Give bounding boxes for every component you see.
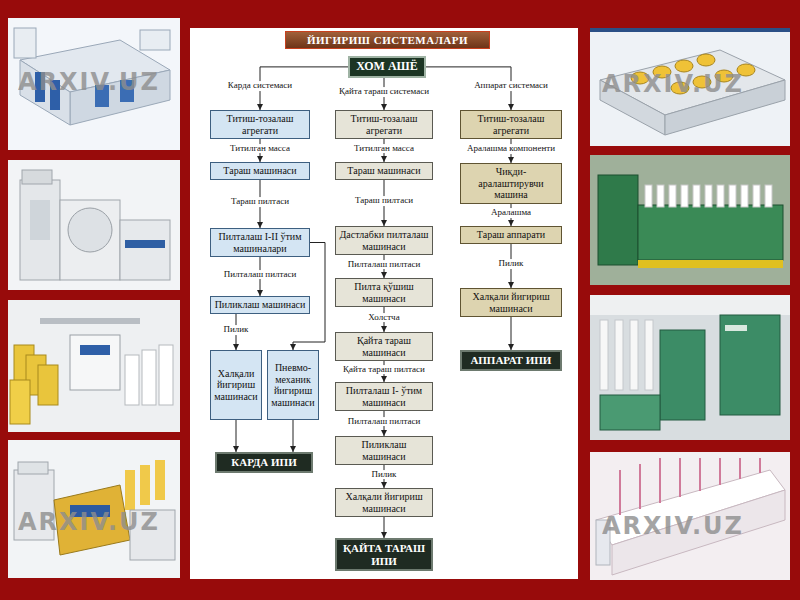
process-box: Халқали йигириш машинаси xyxy=(335,488,433,517)
machine-photo xyxy=(590,155,790,285)
box-text: Халқали йигириш машинаси xyxy=(464,291,558,314)
machine-photo xyxy=(590,295,790,440)
process-box: Титиш-тозалаш агрегати xyxy=(210,110,310,139)
raw-material-box: ХОМ АШЁ xyxy=(348,56,426,78)
flow-label: Пилик xyxy=(222,325,251,335)
flow-label: Пилталаш пилтаси xyxy=(222,270,299,280)
process-box: Титиш-тозалаш агрегати xyxy=(460,110,562,139)
box-text: АППАРАТ ИПИ xyxy=(471,354,552,367)
box-text: Пиликлаш машинаси xyxy=(215,299,306,311)
watermark: ARXIV.UZ xyxy=(18,508,160,536)
flow-label: Холстча xyxy=(366,313,401,323)
box-text: Титиш-тозалаш агрегати xyxy=(214,113,306,136)
flow-arrow xyxy=(384,517,385,538)
watermark: ARXIV.UZ xyxy=(18,68,160,96)
process-box: Пиликлаш машинаси xyxy=(210,296,310,314)
flow-arrow xyxy=(511,317,512,350)
yarn-result-box: ҚАЙТА ТАРАШ ИПИ xyxy=(335,538,433,571)
yarn-result-box: АППАРАТ ИПИ xyxy=(460,350,562,371)
process-box: Тараш аппарати xyxy=(460,226,562,244)
process-box: Қайта тараш машинаси xyxy=(335,332,433,361)
process-box: Чиқди-аралаштирувчи машина xyxy=(460,163,562,204)
box-text: Чиқди-аралаштирувчи машина xyxy=(464,166,558,201)
process-box: Пилталаш I-II ўтим машиналари xyxy=(210,228,310,257)
flow-label: Тараш пилтаси xyxy=(229,197,291,207)
machine-photo xyxy=(590,28,790,146)
flow-label: Пилик xyxy=(370,470,399,480)
box-text: Тараш машинаси xyxy=(347,165,420,177)
process-box: Халқали йигириш машинаси xyxy=(460,288,562,317)
box-text: КАРДА ИПИ xyxy=(231,456,296,469)
watermark: ARXIV.UZ xyxy=(602,70,744,98)
process-box: Дастлабки пилталаш машинаси xyxy=(335,226,433,255)
flow-label: Қайта тараш системаси xyxy=(337,87,431,97)
flow-arrow xyxy=(293,420,294,452)
machine-photo xyxy=(8,440,180,578)
process-box: Пилталаш I- ўтим машинаси xyxy=(335,382,433,411)
flow-label: Аралашма xyxy=(489,208,533,218)
watermark: ARXIV.UZ xyxy=(602,512,744,540)
flow-label: Титилган масса xyxy=(228,144,292,154)
flow-label: Тараш пилтаси xyxy=(353,196,415,206)
flow-label: Пилталаш пилтаси xyxy=(346,417,423,427)
flow-label: Аппарат системаси xyxy=(472,81,550,91)
box-text: Титиш-тозалаш агрегати xyxy=(464,113,558,136)
process-box: Пилта қўшиш машинаси xyxy=(335,278,433,307)
flow-label: Пилик xyxy=(497,259,526,269)
process-box: Пиликлаш машинаси xyxy=(335,436,433,465)
box-text: Дастлабки пилталаш машинаси xyxy=(339,229,429,252)
machine-photo xyxy=(8,300,180,432)
yarn-result-box: КАРДА ИПИ xyxy=(215,452,313,473)
box-text: Пиликлаш машинаси xyxy=(339,439,429,462)
box-text: Титиш-тозалаш агрегати xyxy=(339,113,429,136)
box-text: Пилталаш I-II ўтим машиналари xyxy=(214,231,306,254)
machine-photo xyxy=(8,18,180,150)
box-text: Пилталаш I- ўтим машинаси xyxy=(339,385,429,408)
flow-label: Пилталаш пилтаси xyxy=(346,260,423,270)
process-box: Пневмо-механик йигириш машинаси xyxy=(267,350,319,420)
box-text: Халқали йигириш машинаси xyxy=(339,491,429,514)
box-text: Тараш машинаси xyxy=(223,165,296,177)
flow-arrow xyxy=(236,420,237,452)
machine-photo xyxy=(590,452,790,580)
machine-photo xyxy=(8,160,180,290)
box-text: Пневмо-механик йигириш машинаси xyxy=(271,362,315,408)
box-text: Халқали йигириш машинаси xyxy=(214,368,258,403)
flow-label: Қайта тараш пилтаси xyxy=(341,365,427,375)
flow-label: Карда системаси xyxy=(226,81,294,91)
process-box: Тараш машинаси xyxy=(210,162,310,180)
process-box: Халқали йигириш машинаси xyxy=(210,350,262,420)
box-text: Қайта тараш машинаси xyxy=(339,335,429,358)
process-box: Тараш машинаси xyxy=(335,162,433,180)
box-text: Тараш аппарати xyxy=(477,229,545,241)
box-text: Пилта қўшиш машинаси xyxy=(339,281,429,304)
process-box: Титиш-тозалаш агрегати xyxy=(335,110,433,139)
flow-label: Аралашма компоненти xyxy=(465,144,557,154)
diagram-title: ЙИГИРИШ СИСТЕМАЛАРИ xyxy=(285,31,490,49)
flow-label: Титилган масса xyxy=(352,144,416,154)
box-text: ХОМ АШЁ xyxy=(356,60,418,74)
box-text: ҚАЙТА ТАРАШ ИПИ xyxy=(340,542,428,567)
